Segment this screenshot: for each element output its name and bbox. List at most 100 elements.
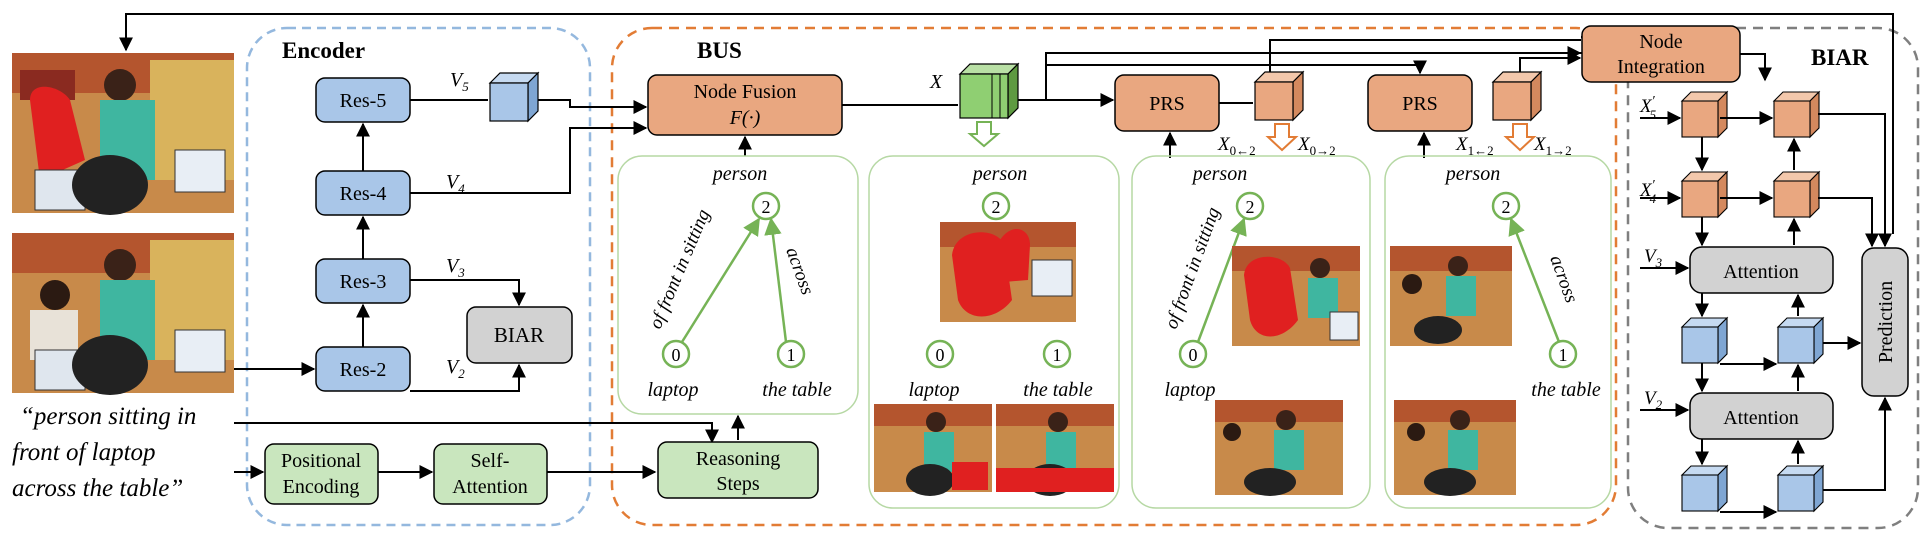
graph-panel-3 — [1131, 155, 1371, 509]
x1-left-label: X1←2 — [1455, 134, 1494, 158]
encoder-arrows — [119, 13, 1894, 479]
svg-text:the table: the table — [1531, 379, 1601, 401]
graph-4: person 2 1 across the table — [1390, 163, 1601, 496]
svg-text:PRS: PRS — [1149, 93, 1185, 115]
svg-text:Positional: Positional — [281, 450, 361, 472]
svg-text:Encoding: Encoding — [283, 476, 360, 498]
svg-text:person: person — [1444, 163, 1500, 185]
v3-cube-left-icon — [1681, 317, 1728, 364]
input-image — [12, 233, 234, 395]
prs2-output-cube-icon — [1492, 71, 1542, 121]
svg-text:Node Fusion: Node Fusion — [694, 81, 797, 103]
v2-cube-right-icon — [1777, 465, 1824, 512]
svg-text:Steps: Steps — [716, 473, 760, 495]
reasoning-steps-block: Reasoning Steps — [657, 441, 819, 499]
masked-person-image — [940, 222, 1076, 322]
table-node-label: the table — [762, 379, 832, 401]
x1-right-label: X1→2 — [1533, 134, 1572, 158]
svg-text:Res-4: Res-4 — [340, 183, 387, 205]
x0-left-label: X0←2 — [1217, 134, 1256, 158]
person-node-label: person — [711, 163, 767, 185]
svg-text:1: 1 — [1053, 345, 1062, 365]
bus-title: BUS — [697, 38, 742, 63]
svg-text:Attention: Attention — [452, 476, 528, 498]
encoder-biar-block: BIAR — [466, 306, 573, 364]
self-attention-block: Self- Attention — [433, 443, 548, 505]
svg-text:person: person — [971, 163, 1027, 185]
x4-prime-label: X′4 — [1639, 178, 1657, 206]
svg-text:PRS: PRS — [1402, 93, 1438, 115]
biar-v3-label: V3 — [1644, 246, 1663, 270]
orange-down-arrow-icon — [1265, 123, 1299, 152]
prs-block-2: PRS — [1367, 74, 1473, 132]
svg-text:2: 2 — [992, 197, 1001, 217]
graph-2: person 2 0 1 laptop the table — [874, 163, 1114, 496]
svg-text:0: 0 — [936, 345, 945, 365]
encoder-section — [245, 26, 592, 527]
masked-image-3 — [1215, 400, 1343, 496]
v4-label: V4 — [446, 171, 465, 196]
svg-text:Res-3: Res-3 — [340, 271, 387, 293]
biar-v2-label: V2 — [1644, 388, 1663, 412]
biar-section — [1626, 26, 1920, 530]
svg-text:0: 0 — [672, 345, 681, 365]
svg-text:1: 1 — [787, 345, 796, 365]
svg-text:laptop: laptop — [908, 379, 959, 401]
attention-block-1: Attention — [1689, 246, 1834, 294]
v2-label: V2 — [446, 356, 465, 381]
graph-panel-2 — [868, 155, 1120, 509]
svg-text:F(·): F(·) — [729, 107, 761, 129]
svg-text:Integration: Integration — [1617, 56, 1705, 78]
svg-text:0: 0 — [1189, 345, 1198, 365]
graph-1: person 2 0 1 of front in sitting across … — [645, 163, 832, 401]
masked-laptop-image — [874, 404, 992, 496]
edge-across-label: across — [781, 245, 817, 298]
encoder-title: Encoder — [282, 38, 365, 63]
res-2-block: Res-2 — [315, 346, 411, 392]
graph-3: person 2 0 of front in sitting laptop — [1161, 163, 1360, 496]
res-4-block: Res-4 — [315, 170, 411, 216]
svg-text:Attention: Attention — [1723, 407, 1799, 429]
v3-label: V3 — [446, 255, 465, 280]
laptop-node-label: laptop — [647, 379, 698, 401]
x-label: X — [929, 71, 943, 93]
res-5-block: Res-5 — [315, 77, 411, 123]
biar-arrows — [1640, 53, 1892, 519]
x-feature-cube-icon — [958, 62, 1020, 120]
svg-text:Node: Node — [1639, 31, 1682, 53]
input-image-masked — [12, 53, 234, 215]
prediction-block: Prediction — [1861, 247, 1909, 397]
masked-image-4a — [1390, 246, 1512, 346]
svg-text:2: 2 — [1246, 197, 1255, 217]
v5-label: V5 — [450, 69, 469, 94]
edge-front-label: of front in sitting — [645, 206, 714, 332]
graph-panel-1 — [617, 155, 859, 415]
svg-text:Res-2: Res-2 — [340, 359, 387, 381]
svg-text:Reasoning: Reasoning — [696, 448, 780, 470]
svg-text:Prediction: Prediction — [1875, 281, 1897, 363]
masked-table-image — [996, 404, 1114, 496]
node-integration-block: Node Integration — [1581, 25, 1741, 83]
svg-text:Res-5: Res-5 — [340, 90, 387, 112]
svg-text:laptop: laptop — [1164, 379, 1215, 401]
svg-text:person: person — [1191, 163, 1247, 185]
x4-cube-right-icon — [1773, 171, 1820, 218]
biar-title: BIAR — [1811, 45, 1869, 70]
svg-text:2: 2 — [762, 197, 771, 217]
attention-block-2: Attention — [1689, 392, 1834, 440]
svg-text:across: across — [1545, 253, 1581, 306]
svg-text:of front in sitting: of front in sitting — [1161, 205, 1224, 332]
v3-cube-right-icon — [1777, 317, 1824, 364]
masked-image-4b — [1394, 400, 1516, 496]
bus-section — [610, 26, 1618, 527]
prs-block-1: PRS — [1114, 74, 1220, 132]
query-line-2: front of laptop — [12, 439, 156, 466]
svg-text:Attention: Attention — [1723, 261, 1799, 283]
x5-prime-label: X′5 — [1639, 94, 1657, 122]
prs1-output-cube-icon — [1254, 71, 1304, 121]
x0-right-label: X0→2 — [1297, 134, 1336, 158]
orange-down-arrow-icon — [1503, 123, 1537, 152]
graph-panel-4 — [1384, 155, 1612, 509]
query-line-1: “person sitting in — [20, 403, 196, 430]
